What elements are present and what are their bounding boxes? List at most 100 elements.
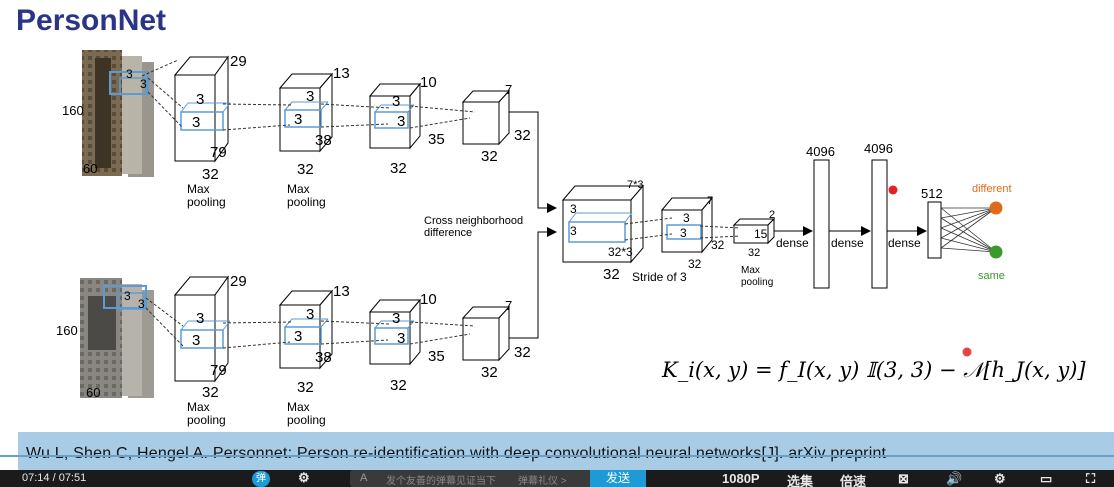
- quality-selector[interactable]: 1080P: [722, 471, 760, 486]
- episodes-button[interactable]: 选集: [787, 474, 814, 487]
- svg-text:32: 32: [748, 247, 760, 259]
- svg-text:3: 3: [680, 226, 687, 240]
- svg-text:32: 32: [514, 344, 531, 361]
- svg-text:32: 32: [603, 266, 620, 283]
- svg-text:32: 32: [390, 160, 407, 177]
- citation-banner: Wu L, Shen C, Hengel A. Personnet: Perso…: [18, 432, 1114, 470]
- top-layer2: [278, 72, 334, 153]
- formula: K_i(x, y) = f_I(x, y) 𝕀(3, 3) − 𝒩[h_J(x,…: [661, 358, 1086, 382]
- fc-layer-4096-b: [871, 159, 888, 289]
- svg-text:15: 15: [754, 227, 768, 241]
- video-progress-bar[interactable]: [0, 455, 1114, 457]
- svg-text:3: 3: [294, 328, 302, 345]
- merged-layer2: [660, 196, 714, 254]
- svg-text:7: 7: [505, 298, 512, 313]
- svg-text:dense: dense: [776, 236, 809, 250]
- subtitle-off-icon[interactable]: ⊠: [898, 471, 909, 486]
- danmaku-toggle-icon[interactable]: 弹: [252, 471, 270, 487]
- svg-text:32: 32: [481, 364, 498, 381]
- fc-layer-4096-a: [813, 159, 830, 289]
- svg-text:32: 32: [711, 238, 725, 252]
- same-output-node: [989, 245, 1003, 259]
- svg-text:3: 3: [570, 224, 577, 238]
- time-display: 07:14 / 07:51: [22, 472, 87, 484]
- fullscreen-icon[interactable]: ⛶: [1086, 471, 1096, 486]
- top-layer3: [368, 82, 422, 150]
- bottom-input-image: [80, 278, 154, 398]
- bottom-layer3: [368, 298, 422, 366]
- top-layer1: [173, 55, 231, 163]
- danmaku-settings-icon[interactable]: ⚙: [298, 470, 310, 485]
- svg-text:35: 35: [428, 348, 445, 365]
- merged-layer3: [732, 217, 776, 245]
- svg-text:3: 3: [306, 88, 314, 105]
- citation-line1: Wu L, Shen C, Hengel A. Personnet: Perso…: [26, 445, 887, 462]
- svg-text:10: 10: [420, 74, 437, 91]
- svg-text:3: 3: [126, 67, 133, 81]
- output-connections: [940, 207, 997, 253]
- svg-text:pooling: pooling: [741, 277, 773, 288]
- svg-text:3: 3: [392, 93, 400, 110]
- red-dot: [888, 185, 898, 195]
- merged-layer1: [561, 184, 645, 264]
- svg-text:Max: Max: [741, 265, 760, 276]
- svg-text:13: 13: [333, 283, 350, 300]
- svg-text:3: 3: [570, 202, 577, 216]
- danmaku-input[interactable]: A 发个友善的弹幕见证当下 弹幕礼仪 >: [350, 470, 590, 487]
- svg-text:Max: Max: [287, 182, 310, 196]
- svg-text:pooling: pooling: [287, 413, 326, 427]
- svg-text:3: 3: [397, 113, 405, 130]
- settings-gear-icon[interactable]: ⚙: [994, 471, 1006, 486]
- svg-text:60: 60: [86, 385, 100, 400]
- svg-text:Max: Max: [287, 400, 310, 414]
- send-button[interactable]: 发送: [590, 470, 646, 487]
- svg-text:13: 13: [333, 65, 350, 82]
- font-style-icon[interactable]: A: [360, 472, 368, 484]
- svg-text:Max: Max: [187, 182, 210, 196]
- cross-neighborhood-label: Cross neighborhood: [424, 215, 523, 227]
- svg-text:3: 3: [196, 91, 204, 108]
- svg-text:3: 3: [140, 77, 147, 91]
- svg-text:different: different: [972, 183, 1012, 195]
- volume-icon[interactable]: 🔊: [946, 471, 963, 486]
- top-input-image: [82, 50, 154, 177]
- svg-text:7*3: 7*3: [627, 179, 644, 191]
- svg-text:3: 3: [397, 330, 405, 347]
- svg-text:dense: dense: [831, 236, 864, 250]
- svg-text:7: 7: [505, 82, 512, 97]
- svg-text:same: same: [978, 270, 1005, 282]
- svg-text:32: 32: [202, 384, 219, 401]
- svg-text:32: 32: [390, 377, 407, 394]
- top-layer4: [461, 89, 511, 146]
- svg-text:3: 3: [392, 310, 400, 327]
- speed-button[interactable]: 倍速: [840, 474, 867, 487]
- input-height-label: 160: [62, 103, 84, 118]
- svg-text:4096: 4096: [806, 144, 835, 159]
- danmaku-etiquette-link[interactable]: 弹幕礼仪 >: [518, 476, 567, 487]
- svg-text:pooling: pooling: [187, 195, 226, 209]
- svg-text:38: 38: [315, 132, 332, 149]
- svg-text:3: 3: [192, 114, 200, 131]
- svg-text:3: 3: [306, 306, 314, 323]
- svg-text:32: 32: [481, 148, 498, 165]
- svg-text:3: 3: [294, 111, 302, 128]
- svg-text:3: 3: [138, 297, 145, 311]
- svg-text:32*3: 32*3: [608, 245, 633, 259]
- svg-text:Stride of 3: Stride of 3: [632, 270, 687, 284]
- svg-text:3: 3: [196, 310, 204, 327]
- svg-text:79: 79: [210, 144, 227, 161]
- different-output-node: [989, 201, 1003, 215]
- svg-text:38: 38: [315, 349, 332, 366]
- svg-text:160: 160: [56, 323, 78, 338]
- svg-text:pooling: pooling: [287, 195, 326, 209]
- top-branch: 160 60 3 3 29 3 3 79 32 Max pooling: [62, 50, 531, 209]
- svg-text:difference: difference: [424, 227, 472, 239]
- svg-text:32: 32: [514, 127, 531, 144]
- svg-text:4096: 4096: [864, 141, 893, 156]
- svg-text:32: 32: [688, 257, 702, 271]
- picture-in-picture-icon[interactable]: ▭: [1040, 471, 1053, 486]
- svg-text:32: 32: [297, 161, 314, 178]
- bottom-layer1: [173, 275, 231, 383]
- fc-layer-512: [927, 201, 942, 259]
- input-width-label: 60: [83, 161, 97, 176]
